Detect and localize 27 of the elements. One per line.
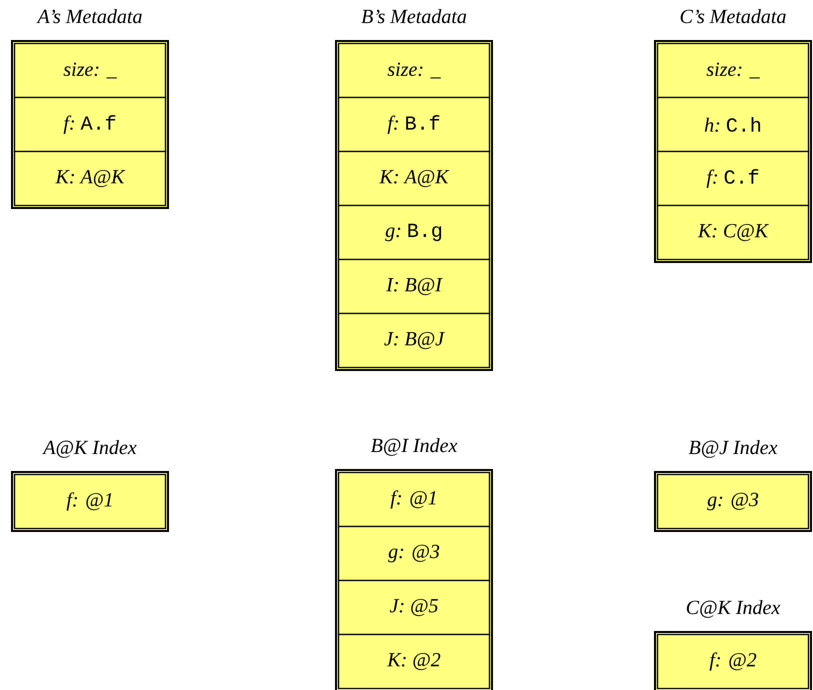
table-cell: K: C@K (656, 204, 810, 260)
table-cell: f: A.f (14, 96, 166, 152)
table-heading: B@I Index (370, 438, 458, 456)
table-cell: g: B.g (338, 204, 490, 260)
table-cell: g: @3 (656, 474, 810, 530)
table-cell: I: B@I (338, 258, 490, 314)
table-heading: B’s Metadata (361, 9, 466, 24)
table-cell: f: @1 (338, 472, 490, 528)
table-cell: f: @2 (656, 634, 810, 690)
table-cell: J: @5 (338, 580, 490, 636)
table-cell: K: A@K (338, 150, 490, 206)
table-cell: K: @2 (338, 634, 490, 690)
table-heading: A’s Metadata (36, 9, 142, 24)
table-cell: K: A@K (14, 150, 166, 206)
table-heading: C@K Index (686, 600, 780, 618)
table-cell: f: B.f (338, 96, 490, 152)
table-cell: h: C.h (656, 96, 810, 152)
table-cell: size: _ (338, 42, 490, 98)
table-cell: g: @3 (338, 526, 490, 582)
table-cell: f: @1 (14, 474, 166, 530)
table-heading: C’s Metadata (680, 9, 786, 24)
table-cell: size: _ (656, 42, 810, 98)
table-heading: B@J Index (688, 440, 778, 458)
table-heading: A@K Index (42, 440, 137, 458)
table-cell: size: _ (14, 42, 166, 98)
table-cell: J: B@J (338, 312, 490, 368)
table-cell: f: C.f (656, 150, 810, 206)
